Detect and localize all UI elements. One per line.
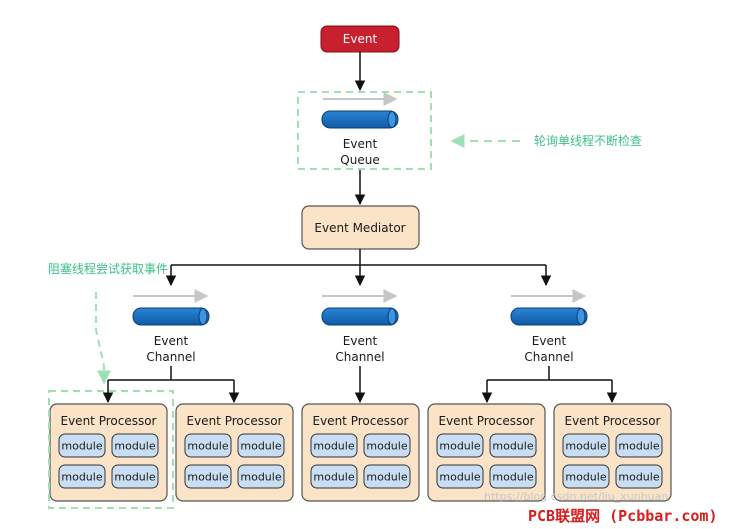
module: module [237, 464, 285, 489]
module: module [562, 433, 610, 458]
channel-3-label-line2: Channel [524, 350, 573, 364]
module: module [436, 433, 484, 458]
mediator-label: Event Mediator [314, 221, 405, 235]
processor-1-title: Event Processor [61, 414, 157, 428]
event-processor-2: Event Processor module module module mod… [175, 403, 294, 502]
svg-text:module: module [366, 440, 407, 453]
module: module [489, 433, 537, 458]
module: module [58, 464, 106, 489]
module: module [489, 464, 537, 489]
csdn-watermark: https://blog.csdn.net/liu_xunhuan [484, 490, 668, 503]
module: module [310, 433, 358, 458]
module: module [562, 464, 610, 489]
event-queue: Event Queue [321, 92, 399, 167]
module: module [184, 464, 232, 489]
blocking-annotation: 阻塞线程尝试获取事件 [48, 261, 168, 276]
event-processor-3: Event Processor module module module mod… [301, 403, 420, 502]
event-processor-5: Event Processor module module module mod… [553, 403, 672, 502]
svg-text:module: module [618, 440, 659, 453]
svg-text:module: module [492, 471, 533, 484]
module: module [436, 464, 484, 489]
event-processor-4: Event Processor module module module mod… [427, 403, 546, 502]
blocking-annotation-arrow [95, 292, 111, 385]
processor-2-title: Event Processor [187, 414, 283, 428]
module: module [615, 464, 663, 489]
processor-3-title: Event Processor [313, 414, 409, 428]
module: module [363, 464, 411, 489]
event-channel-3: Event Channel [510, 289, 588, 364]
module: module [111, 433, 159, 458]
svg-text:module: module [187, 471, 228, 484]
queue-label-line2: Queue [340, 153, 379, 167]
svg-text:module: module [61, 440, 102, 453]
svg-text:module: module [565, 440, 606, 453]
event-mediator: Event Mediator [301, 205, 420, 250]
channel-1-label-line1: Event [154, 334, 189, 348]
module: module [615, 433, 663, 458]
svg-text:module: module [61, 471, 102, 484]
svg-text:module: module [187, 440, 228, 453]
svg-text:module: module [313, 440, 354, 453]
event-channel-1: Event Channel [132, 289, 210, 364]
queue-highlight-box [297, 91, 432, 170]
svg-text:module: module [492, 440, 533, 453]
queue-label-line1: Event [343, 137, 378, 151]
polling-annotation: 轮询单线程不断检查 [534, 133, 642, 148]
event-processor-1: Event Processor module module module mod… [49, 403, 168, 502]
channel-2-label-line2: Channel [335, 350, 384, 364]
channel-1-label-line2: Channel [146, 350, 195, 364]
event-label: Event [343, 32, 378, 46]
module: module [310, 464, 358, 489]
svg-text:module: module [114, 440, 155, 453]
module: module [111, 464, 159, 489]
svg-text:module: module [439, 440, 480, 453]
svg-text:module: module [240, 471, 281, 484]
brand-watermark: PCB联盟网 (Pcbbar.com) [528, 507, 718, 525]
module: module [184, 433, 232, 458]
module: module [237, 433, 285, 458]
processor-4-title: Event Processor [439, 414, 535, 428]
svg-text:module: module [366, 471, 407, 484]
svg-text:module: module [565, 471, 606, 484]
svg-text:module: module [313, 471, 354, 484]
svg-text:module: module [439, 471, 480, 484]
channel-3-label-line1: Event [532, 334, 567, 348]
module: module [58, 433, 106, 458]
event-channel-2: Event Channel [321, 289, 399, 364]
channel-2-label-line1: Event [343, 334, 378, 348]
svg-text:module: module [618, 471, 659, 484]
event-node: Event [320, 25, 400, 53]
processor-5-title: Event Processor [565, 414, 661, 428]
module: module [363, 433, 411, 458]
processor-highlight-box [48, 390, 174, 509]
svg-text:module: module [240, 440, 281, 453]
queue-pipe [321, 110, 399, 129]
svg-text:module: module [114, 471, 155, 484]
